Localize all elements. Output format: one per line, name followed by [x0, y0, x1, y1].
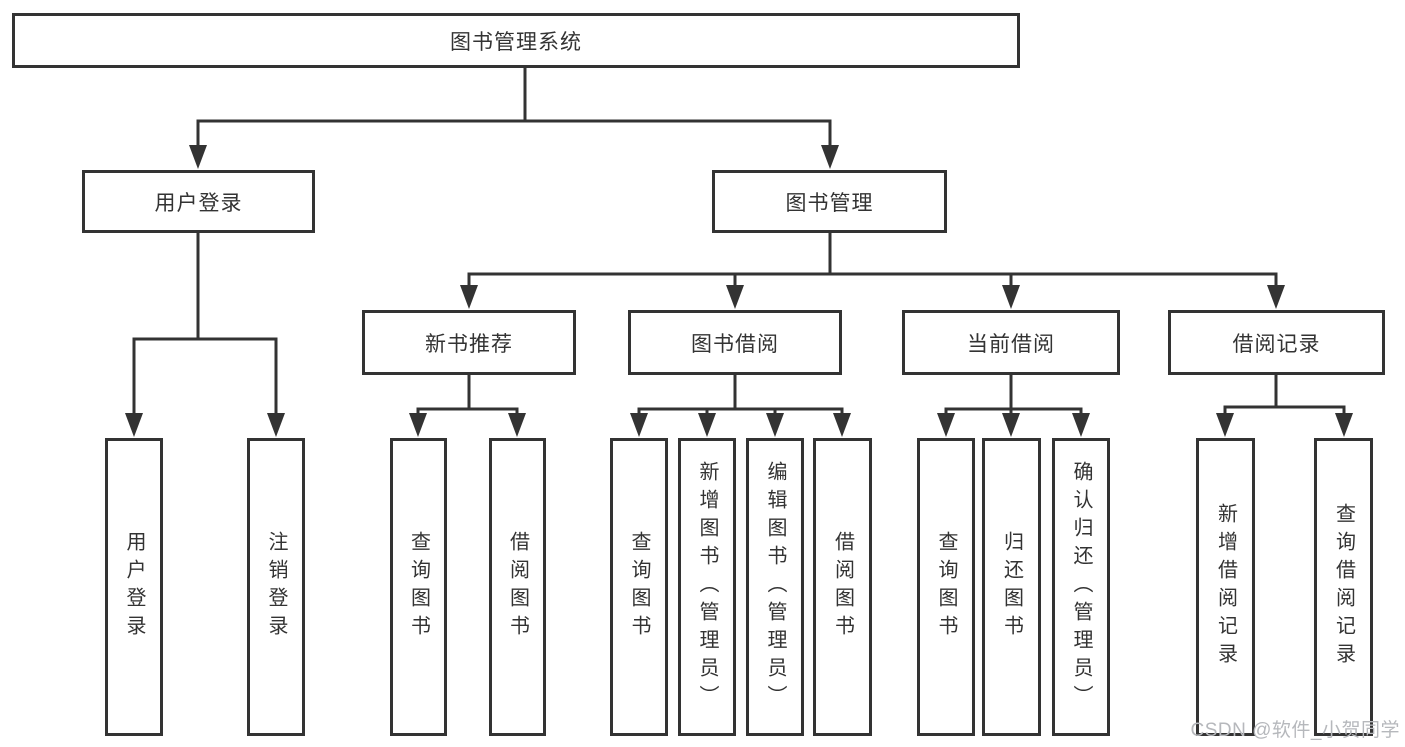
- node-book-borrow: 图书借阅: [628, 310, 842, 375]
- leaf-recommend-borrow-books-label: 借阅图书: [506, 531, 529, 643]
- leaf-recommend-query-books-label: 查询图书: [407, 531, 430, 643]
- csdn-watermark: CSDN @软件_小贺同学: [1190, 720, 1400, 741]
- leaf-borrow-books: 借阅图书: [813, 438, 872, 736]
- node-current-borrow: 当前借阅: [902, 310, 1120, 375]
- leaf-user-login: 用户登录: [105, 438, 163, 736]
- leaf-borrow-books-label: 借阅图书: [831, 531, 854, 643]
- node-book-management-branch: 图书管理: [712, 170, 947, 233]
- leaf-edit-books-admin-label: 编辑图书（管理员）: [764, 461, 786, 713]
- node-user-login-branch: 用户登录: [82, 170, 315, 233]
- node-book-management-label: 图书管理: [785, 191, 874, 215]
- node-borrow-record-label: 借阅记录: [1232, 332, 1321, 356]
- leaf-add-books-admin: 新增图书（管理员）: [678, 438, 736, 736]
- node-root-system: 图书管理系统: [12, 13, 1020, 68]
- leaf-query-borrow-record: 查询借阅记录: [1314, 438, 1373, 736]
- arrowheads: [125, 145, 1353, 437]
- leaf-add-borrow-record-label: 新增借阅记录: [1214, 503, 1237, 671]
- node-current-borrow-label: 当前借阅: [967, 332, 1055, 356]
- leaf-logout: 注销登录: [247, 438, 305, 736]
- leaf-query-borrow-record-label: 查询借阅记录: [1332, 503, 1355, 671]
- node-user-login-label: 用户登录: [154, 191, 243, 215]
- leaf-logout-label: 注销登录: [265, 531, 287, 643]
- leaf-borrow-query-books: 查询图书: [610, 438, 668, 736]
- leaf-edit-books-admin: 编辑图书（管理员）: [746, 438, 804, 736]
- leaf-borrow-query-books-label: 查询图书: [628, 531, 650, 643]
- node-root-label: 图书管理系统: [450, 30, 582, 54]
- leaf-add-borrow-record: 新增借阅记录: [1196, 438, 1255, 736]
- leaf-current-query-books-label: 查询图书: [935, 531, 957, 643]
- leaf-current-query-books: 查询图书: [917, 438, 975, 736]
- leaf-return-books: 归还图书: [982, 438, 1041, 736]
- leaf-add-books-admin-label: 新增图书（管理员）: [696, 461, 718, 713]
- leaf-confirm-return-admin: 确认归还（管理员）: [1052, 438, 1110, 736]
- leaf-recommend-query-books: 查询图书: [390, 438, 447, 736]
- node-book-borrow-label: 图书借阅: [691, 332, 779, 356]
- node-new-book-recommend-label: 新书推荐: [425, 332, 513, 356]
- leaf-return-books-label: 归还图书: [1000, 531, 1023, 643]
- leaf-user-login-label: 用户登录: [123, 531, 145, 643]
- leaf-recommend-borrow-books: 借阅图书: [489, 438, 546, 736]
- leaf-confirm-return-admin-label: 确认归还（管理员）: [1070, 461, 1092, 713]
- node-new-book-recommend: 新书推荐: [362, 310, 576, 375]
- node-borrow-record: 借阅记录: [1168, 310, 1385, 375]
